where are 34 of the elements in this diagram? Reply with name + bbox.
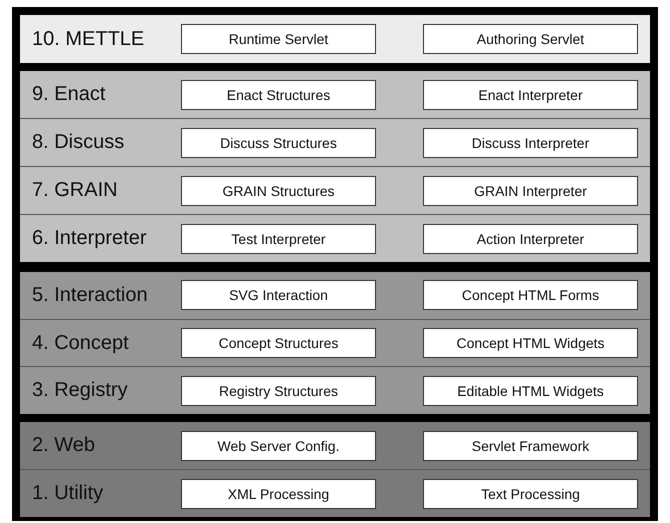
layer-label: 9. Enact [32,83,106,106]
component-box: Registry Structures [181,376,376,406]
component-box: Editable HTML Widgets [423,376,638,406]
component-box: GRAIN Structures [181,176,376,206]
component-box: Discuss Interpreter [423,128,638,158]
layer-label: 5. Interaction [32,284,149,307]
component-box: Test Interpreter [181,224,376,254]
component-box: Action Interpreter [423,224,638,254]
layer-label: 1. Utility [32,482,104,505]
component-box: Authoring Servlet [423,24,638,54]
layer-group-band [20,272,650,414]
layer-label: 2. Web [32,434,96,457]
component-box: Concept Structures [181,328,376,358]
layer-label: 3. Registry [32,379,129,402]
component-box: XML Processing [181,478,376,508]
layer-label: 6. Interpreter [32,227,148,250]
layer-group-band [20,71,650,262]
component-box: Runtime Servlet [181,24,376,54]
component-box: Text Processing [423,478,638,508]
layer-label: 8. Discuss [32,131,126,154]
component-box: Concept HTML Widgets [423,328,638,358]
component-box: SVG Interaction [181,280,376,310]
component-box: Discuss Structures [181,128,376,158]
component-box: Servlet Framework [423,430,638,460]
component-box: GRAIN Interpreter [423,176,638,206]
layer-group-band [20,15,650,63]
component-box: Enact Interpreter [423,80,638,110]
layer-label: 4. Concept [32,332,130,354]
component-box: Web Server Config. [181,430,376,460]
component-box: Concept HTML Forms [423,280,638,310]
layer-label: 7. GRAIN [32,179,119,202]
component-box: Enact Structures [181,80,376,110]
layer-label: 10. METTLE [32,28,146,50]
layer-group-band [20,422,650,517]
